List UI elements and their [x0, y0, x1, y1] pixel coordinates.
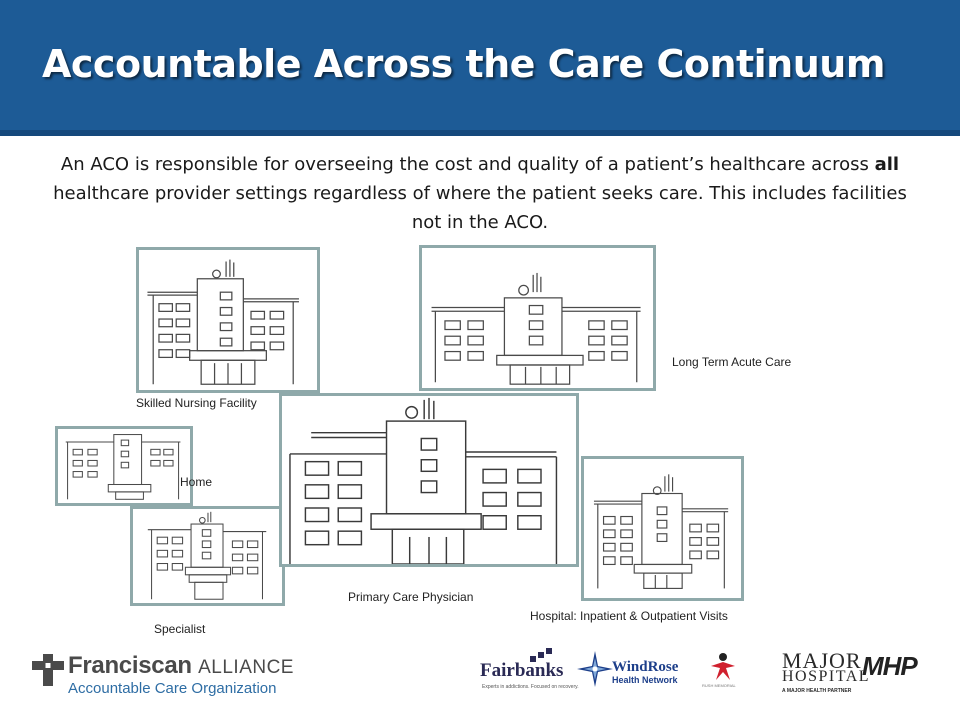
franciscan-cross-icon — [32, 654, 64, 686]
fairbanks-mark-icon — [530, 648, 552, 662]
intro-text-bold: all — [874, 154, 900, 175]
building-illustration — [593, 474, 729, 589]
franciscan-subtitle: Accountable Care Organization — [68, 680, 277, 697]
building-illustration — [147, 259, 299, 385]
primary-care-physician-label: Primary Care Physician — [348, 590, 474, 604]
building-illustration — [431, 272, 641, 385]
home-label: Home — [180, 475, 213, 489]
franciscan-alliance: ALLIANCE — [198, 657, 294, 678]
intro-text-part1: An ACO is responsible for overseeing the… — [60, 154, 875, 175]
windrose-logo: WindRose — [612, 659, 679, 675]
rush-memorial-figure-icon — [711, 653, 735, 680]
intro-text: An ACO is responsible for overseeing the… — [40, 150, 920, 237]
intro-text-part2: healthcare provider settings regardless … — [53, 183, 907, 233]
windrose-subtitle: Health Network — [612, 675, 678, 685]
fairbanks-tagline: Experts in addictions. Focused on recove… — [482, 684, 579, 690]
franciscan-name: Franciscan — [68, 652, 192, 679]
skilled-nursing-facility-label: Skilled Nursing Facility — [136, 396, 257, 410]
building-illustration — [65, 434, 181, 500]
mhp-logo: MHP — [862, 651, 918, 681]
hospital-label: Hospital: Inpatient & Outpatient Visits — [530, 609, 728, 623]
specialist-image — [130, 506, 285, 606]
specialist-label: Specialist — [154, 622, 206, 636]
skilled-nursing-facility-image — [136, 247, 320, 393]
building-illustration — [289, 397, 558, 564]
building-illustration — [147, 511, 267, 600]
header-bottom-strip — [0, 130, 960, 136]
franciscan-alliance-logo: Franciscan ALLIANCE — [68, 652, 294, 680]
long-term-acute-care-label: Long Term Acute Care — [672, 355, 792, 369]
home-image — [55, 426, 193, 506]
major-hospital-line2: HOSPITAL — [782, 668, 871, 685]
slide-title: Accountable Across the Care Continuum — [42, 42, 885, 86]
long-term-acute-care-image — [419, 245, 656, 391]
major-hospital-line1: MAJOR — [782, 648, 862, 673]
rush-memorial-name: RUSH MEMORIAL — [702, 683, 736, 688]
header-bar — [0, 0, 960, 136]
fairbanks-logo: Fairbanks — [480, 660, 564, 681]
primary-care-physician-image — [279, 393, 579, 567]
major-hospital-tagline: A MAJOR HEALTH PARTNER — [782, 688, 852, 694]
hospital-image — [581, 456, 744, 601]
windrose-compass-icon — [577, 651, 613, 687]
